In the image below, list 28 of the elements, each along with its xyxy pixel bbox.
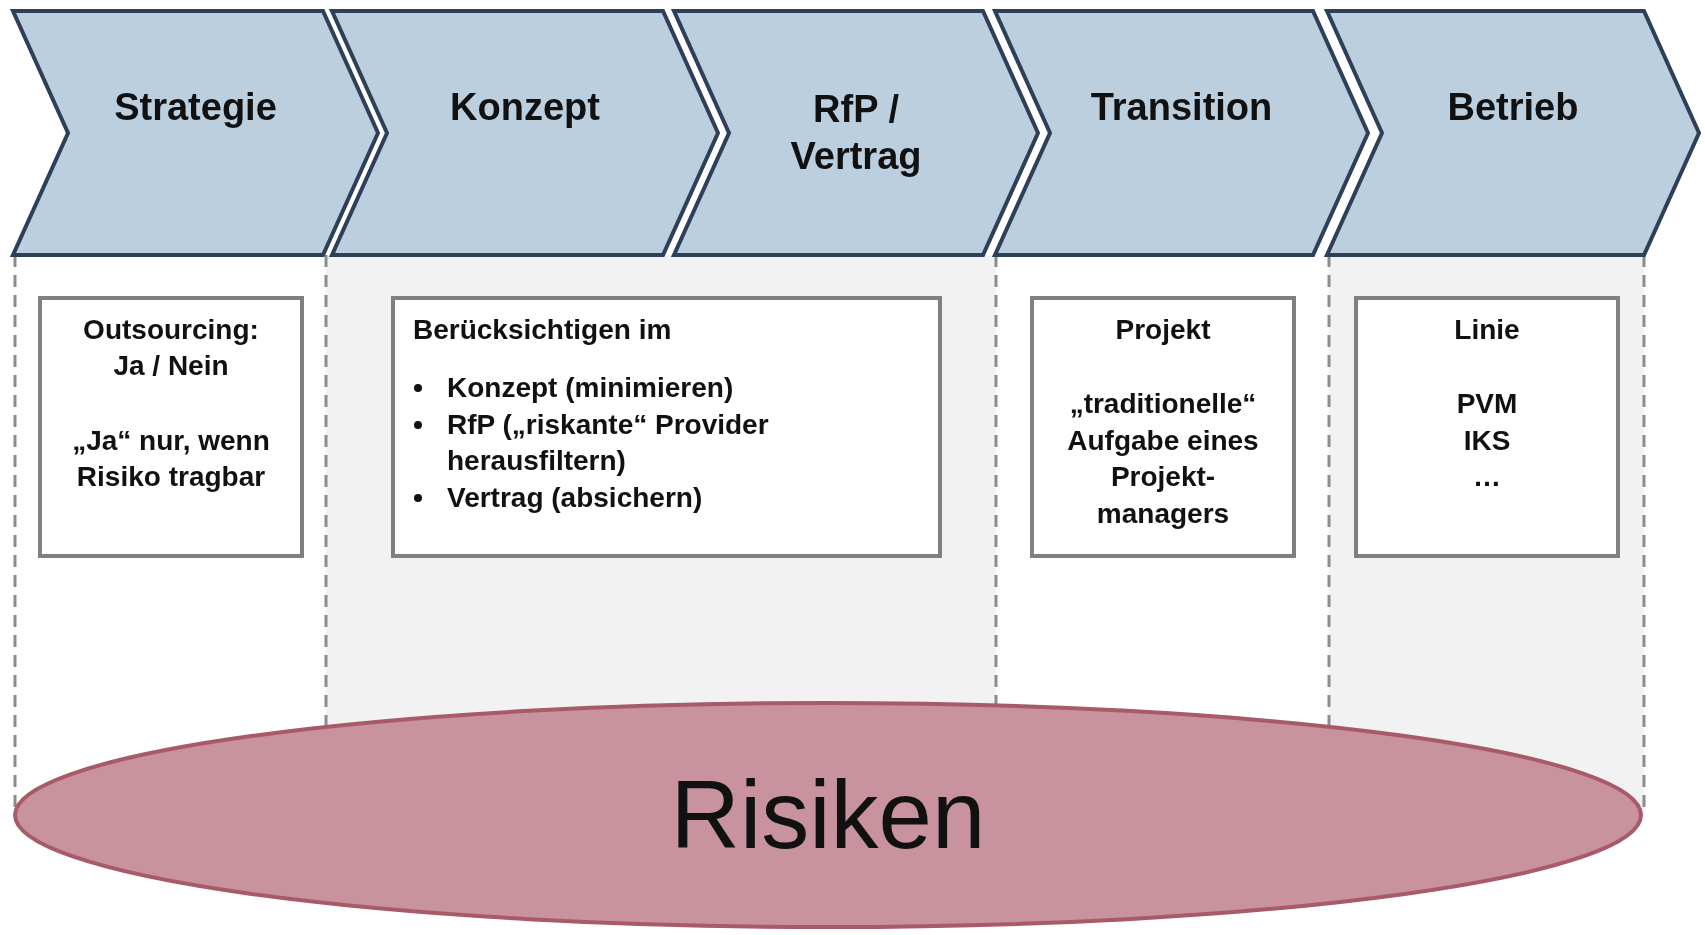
box-heading: Outsourcing: Ja / Nein [82, 313, 260, 384]
chevron-step [332, 11, 718, 255]
text-box [38, 296, 304, 558]
box-text: „Ja“ nur, wenn Risiko tragbar [71, 423, 271, 495]
box-text: PVM [1455, 387, 1519, 422]
box-heading: Berücksichtigen im [413, 313, 673, 347]
chevron-step [674, 11, 1038, 255]
step-label: Transition [1089, 85, 1274, 131]
bullet-text: Vertrag (absichern) [447, 480, 703, 515]
chevron-step [995, 11, 1368, 255]
box-heading: Projekt [1114, 313, 1212, 347]
step-label: Konzept [449, 85, 601, 131]
risk-ellipse [13, 701, 1643, 929]
bullet-text: Konzept (minimieren) [447, 371, 734, 406]
box-text: … [1472, 460, 1502, 495]
text-box [391, 296, 942, 558]
bullet-text: RfP („riskante“ Provider herausfiltern) [447, 407, 770, 479]
box-heading: Linie [1453, 313, 1521, 347]
step-label: Betrieb [1446, 85, 1580, 131]
box-text: „traditionelle“ Aufgabe eines Projekt-managers [1066, 387, 1260, 531]
ellipse-label: Risiken [670, 760, 986, 870]
chevron-step [1327, 11, 1699, 255]
step-label: RfP / Vertrag [789, 86, 923, 179]
chevron-step [13, 11, 378, 255]
box-text: IKS [1462, 423, 1512, 458]
text-box [1030, 296, 1296, 558]
text-box [1354, 296, 1620, 558]
step-label: Strategie [113, 85, 278, 131]
